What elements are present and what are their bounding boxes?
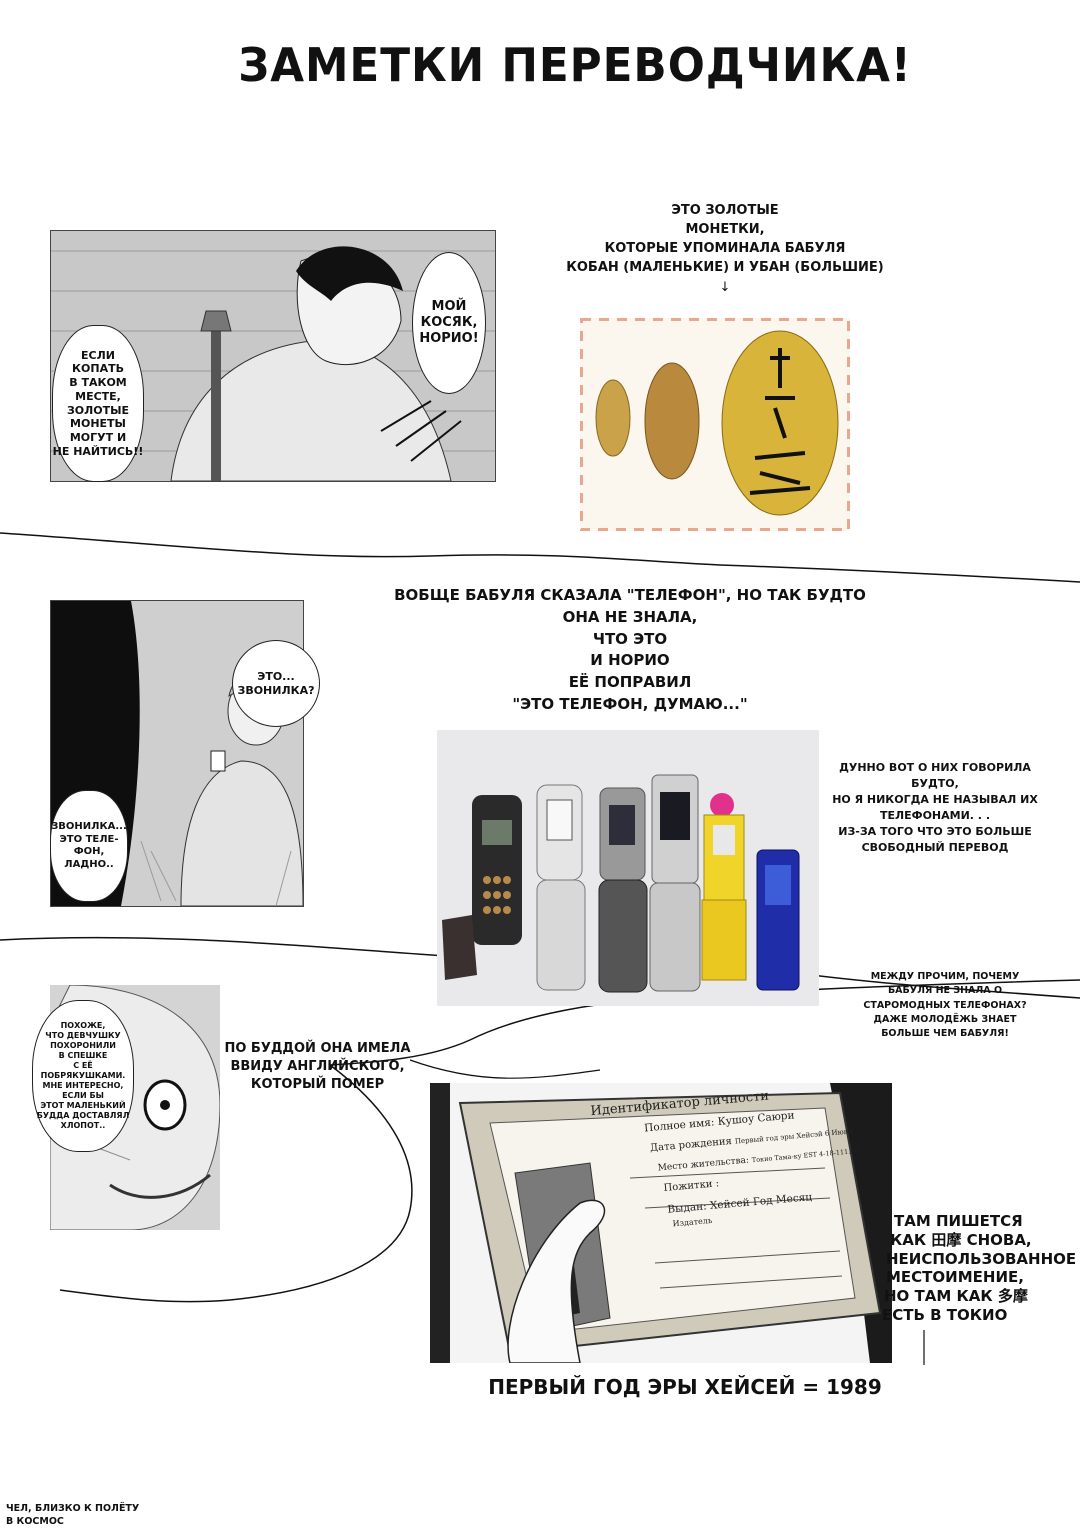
photo-old-phones xyxy=(437,730,819,1006)
note-gold-coins: ЭТО ЗОЛОТЫЕ МОНЕТКИ, КОТОРЫЕ УПОМИНАЛА Б… xyxy=(540,202,910,298)
phones-image xyxy=(437,730,819,1006)
id-card-dob-label: Дата рождения xyxy=(649,1135,733,1155)
id-card-dob-value: Первый год эры Хейсэй 6 Июня xyxy=(734,1127,854,1146)
photo-gold-coins xyxy=(580,318,850,531)
note-phone-translation: ДУННО ВОТ О НИХ ГОВОРИЛА БУДТО, НО Я НИК… xyxy=(832,761,1038,854)
note-buddha: ПО БУДДОЙ ОНА ИМЕЛА ВВИДУ АНГЛИЙСКОГО, К… xyxy=(224,1041,411,1093)
page-title: ЗАМЕТКИ ПЕРЕВОДЧИКА! xyxy=(238,38,912,92)
id-card-art xyxy=(430,1083,892,1363)
id-card-residence-label: Место жительства: xyxy=(657,1155,750,1174)
note-heisei-era: ПЕРВЫЙ ГОД ЭРЫ ХЕЙСЕЙ = 1989 xyxy=(488,1375,882,1399)
id-card-text: Идентификатор личности Полное имя: Кушоу… xyxy=(580,1083,890,1236)
manga-panel-id-card: Идентификатор личности Полное имя: Кушоу… xyxy=(430,1083,892,1363)
speech-bubble-buried: ПОХОЖЕ, ЧТО ДЕВЧУШКУ ПОХОРОНИЛИ В СПЕШКЕ… xyxy=(32,1000,134,1152)
speech-bubble-zvonilka: ЭТО... ЗВОНИЛКА? xyxy=(232,640,320,727)
note-kanji-tama: ТАМ ПИШЕТСЯ КАК 田摩 СНОВА, НЕИСПОЛЬЗОВАНН… xyxy=(882,1212,1077,1324)
note-phone: ВОБЩЕ БАБУЛЯ СКАЗАЛА "ТЕЛЕФОН", НО ТАК Б… xyxy=(394,586,866,713)
down-arrow-icon: ↓ xyxy=(719,280,731,296)
id-card-residence-value: Токио Тама-ку EST 4-18-111.00 xyxy=(751,1146,859,1165)
speech-bubble-my-fault: МОЙ КОСЯК, НОРИО! xyxy=(412,252,486,394)
footer-note: ЧЕЛ, БЛИЗКО К ПОЛЁТУ В КОСМОС xyxy=(6,1503,140,1528)
coins-image xyxy=(580,318,850,531)
speech-bubble-phone-ok: ЗВОНИЛКА... ЭТО ТЕЛЕ- ФОН, ЛАДНО.. xyxy=(50,790,128,902)
speech-bubble-digging: ЕСЛИ КОПАТЬ В ТАКОМ МЕСТЕ, ЗОЛОТЫЕ МОНЕТ… xyxy=(52,325,144,482)
note-old-phones-question: МЕЖДУ ПРОЧИМ, ПОЧЕМУ БАБУЛЯ НЕ ЗНАЛА О С… xyxy=(863,971,1027,1039)
